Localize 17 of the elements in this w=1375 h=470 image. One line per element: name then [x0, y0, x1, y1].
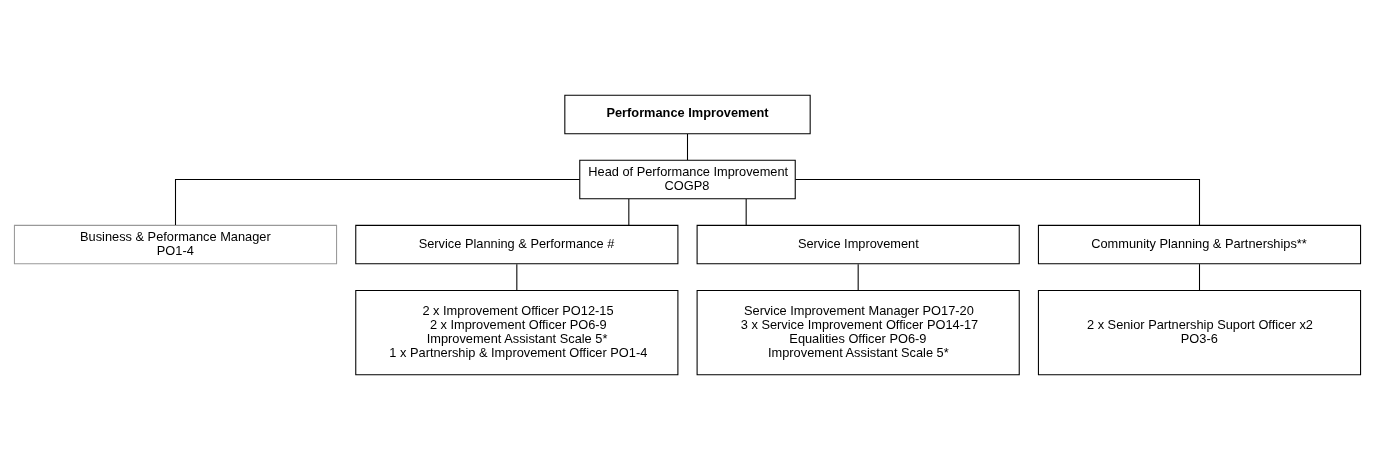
- connector: [1198, 263, 1201, 291]
- node-box: 2 x Improvement Officer PO12-15 2 x Improvement Officer PO6-9 Improvement Assistant Scale 5* 1 x Partnership & Improvement Officer PO1-4: [355, 289, 679, 376]
- node-box: 2 x Senior Partnership Suport Officer x2 PO3-6: [1037, 289, 1362, 376]
- connector: [686, 133, 689, 161]
- connector: [174, 179, 581, 226]
- connector: [857, 263, 859, 291]
- connector: [745, 198, 747, 226]
- node-box: Performance Improvement: [564, 94, 811, 135]
- node-box: Business & Peformance Manager PO1-4: [13, 224, 338, 265]
- connector: [628, 198, 630, 226]
- connector: [794, 179, 1201, 226]
- node-box: Head of Performance Improvement COGP8: [579, 159, 796, 200]
- node-box: Service Improvement: [696, 224, 1020, 265]
- node-box: Community Planning & Partnerships**: [1037, 224, 1362, 265]
- node-box: Service Improvement Manager PO17-20 3 x Service Improvement Officer PO14-17 Equalities Officer PO6-9 Improvement Assistant Scale 5*: [696, 289, 1020, 376]
- connector: [516, 263, 518, 291]
- node-box: Service Planning & Performance #: [355, 224, 679, 265]
